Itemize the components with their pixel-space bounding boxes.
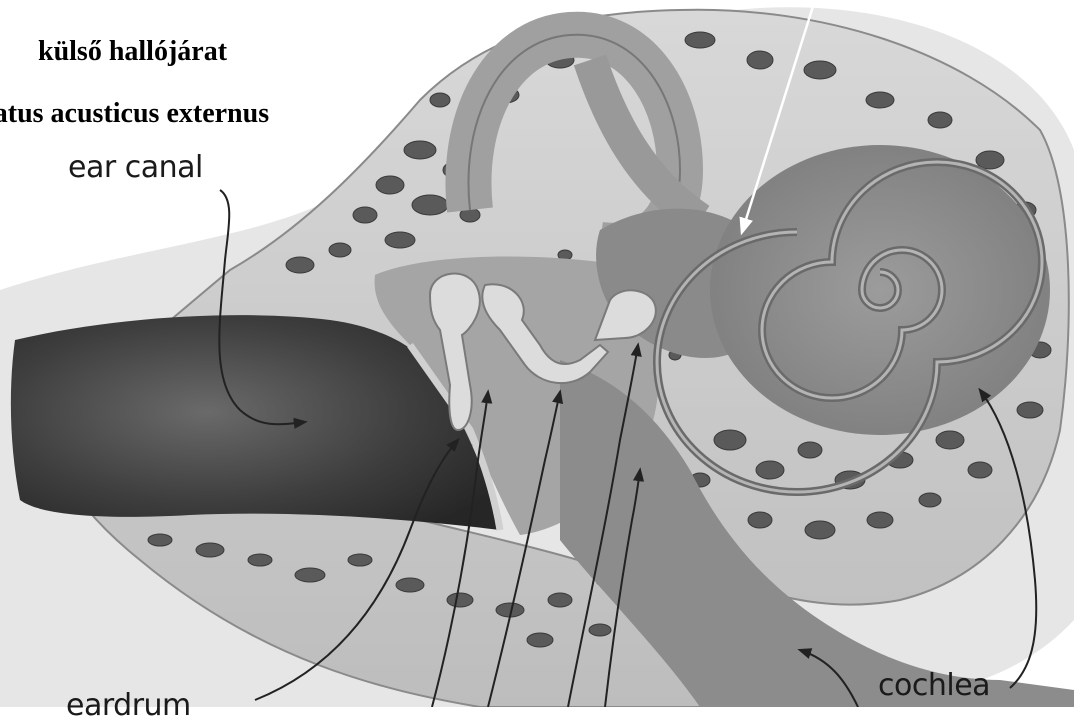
ear-anatomy-diagram: külső hallójárat meatus acusticus extern… <box>0 0 1074 707</box>
latin-title: meatus acusticus externus <box>0 98 269 130</box>
cochlea-label: cochlea <box>878 668 990 703</box>
ear-canal-label: ear canal <box>68 150 203 185</box>
hungarian-title: külső hallójárat <box>38 36 227 68</box>
eardrum-label: eardrum <box>66 688 191 723</box>
